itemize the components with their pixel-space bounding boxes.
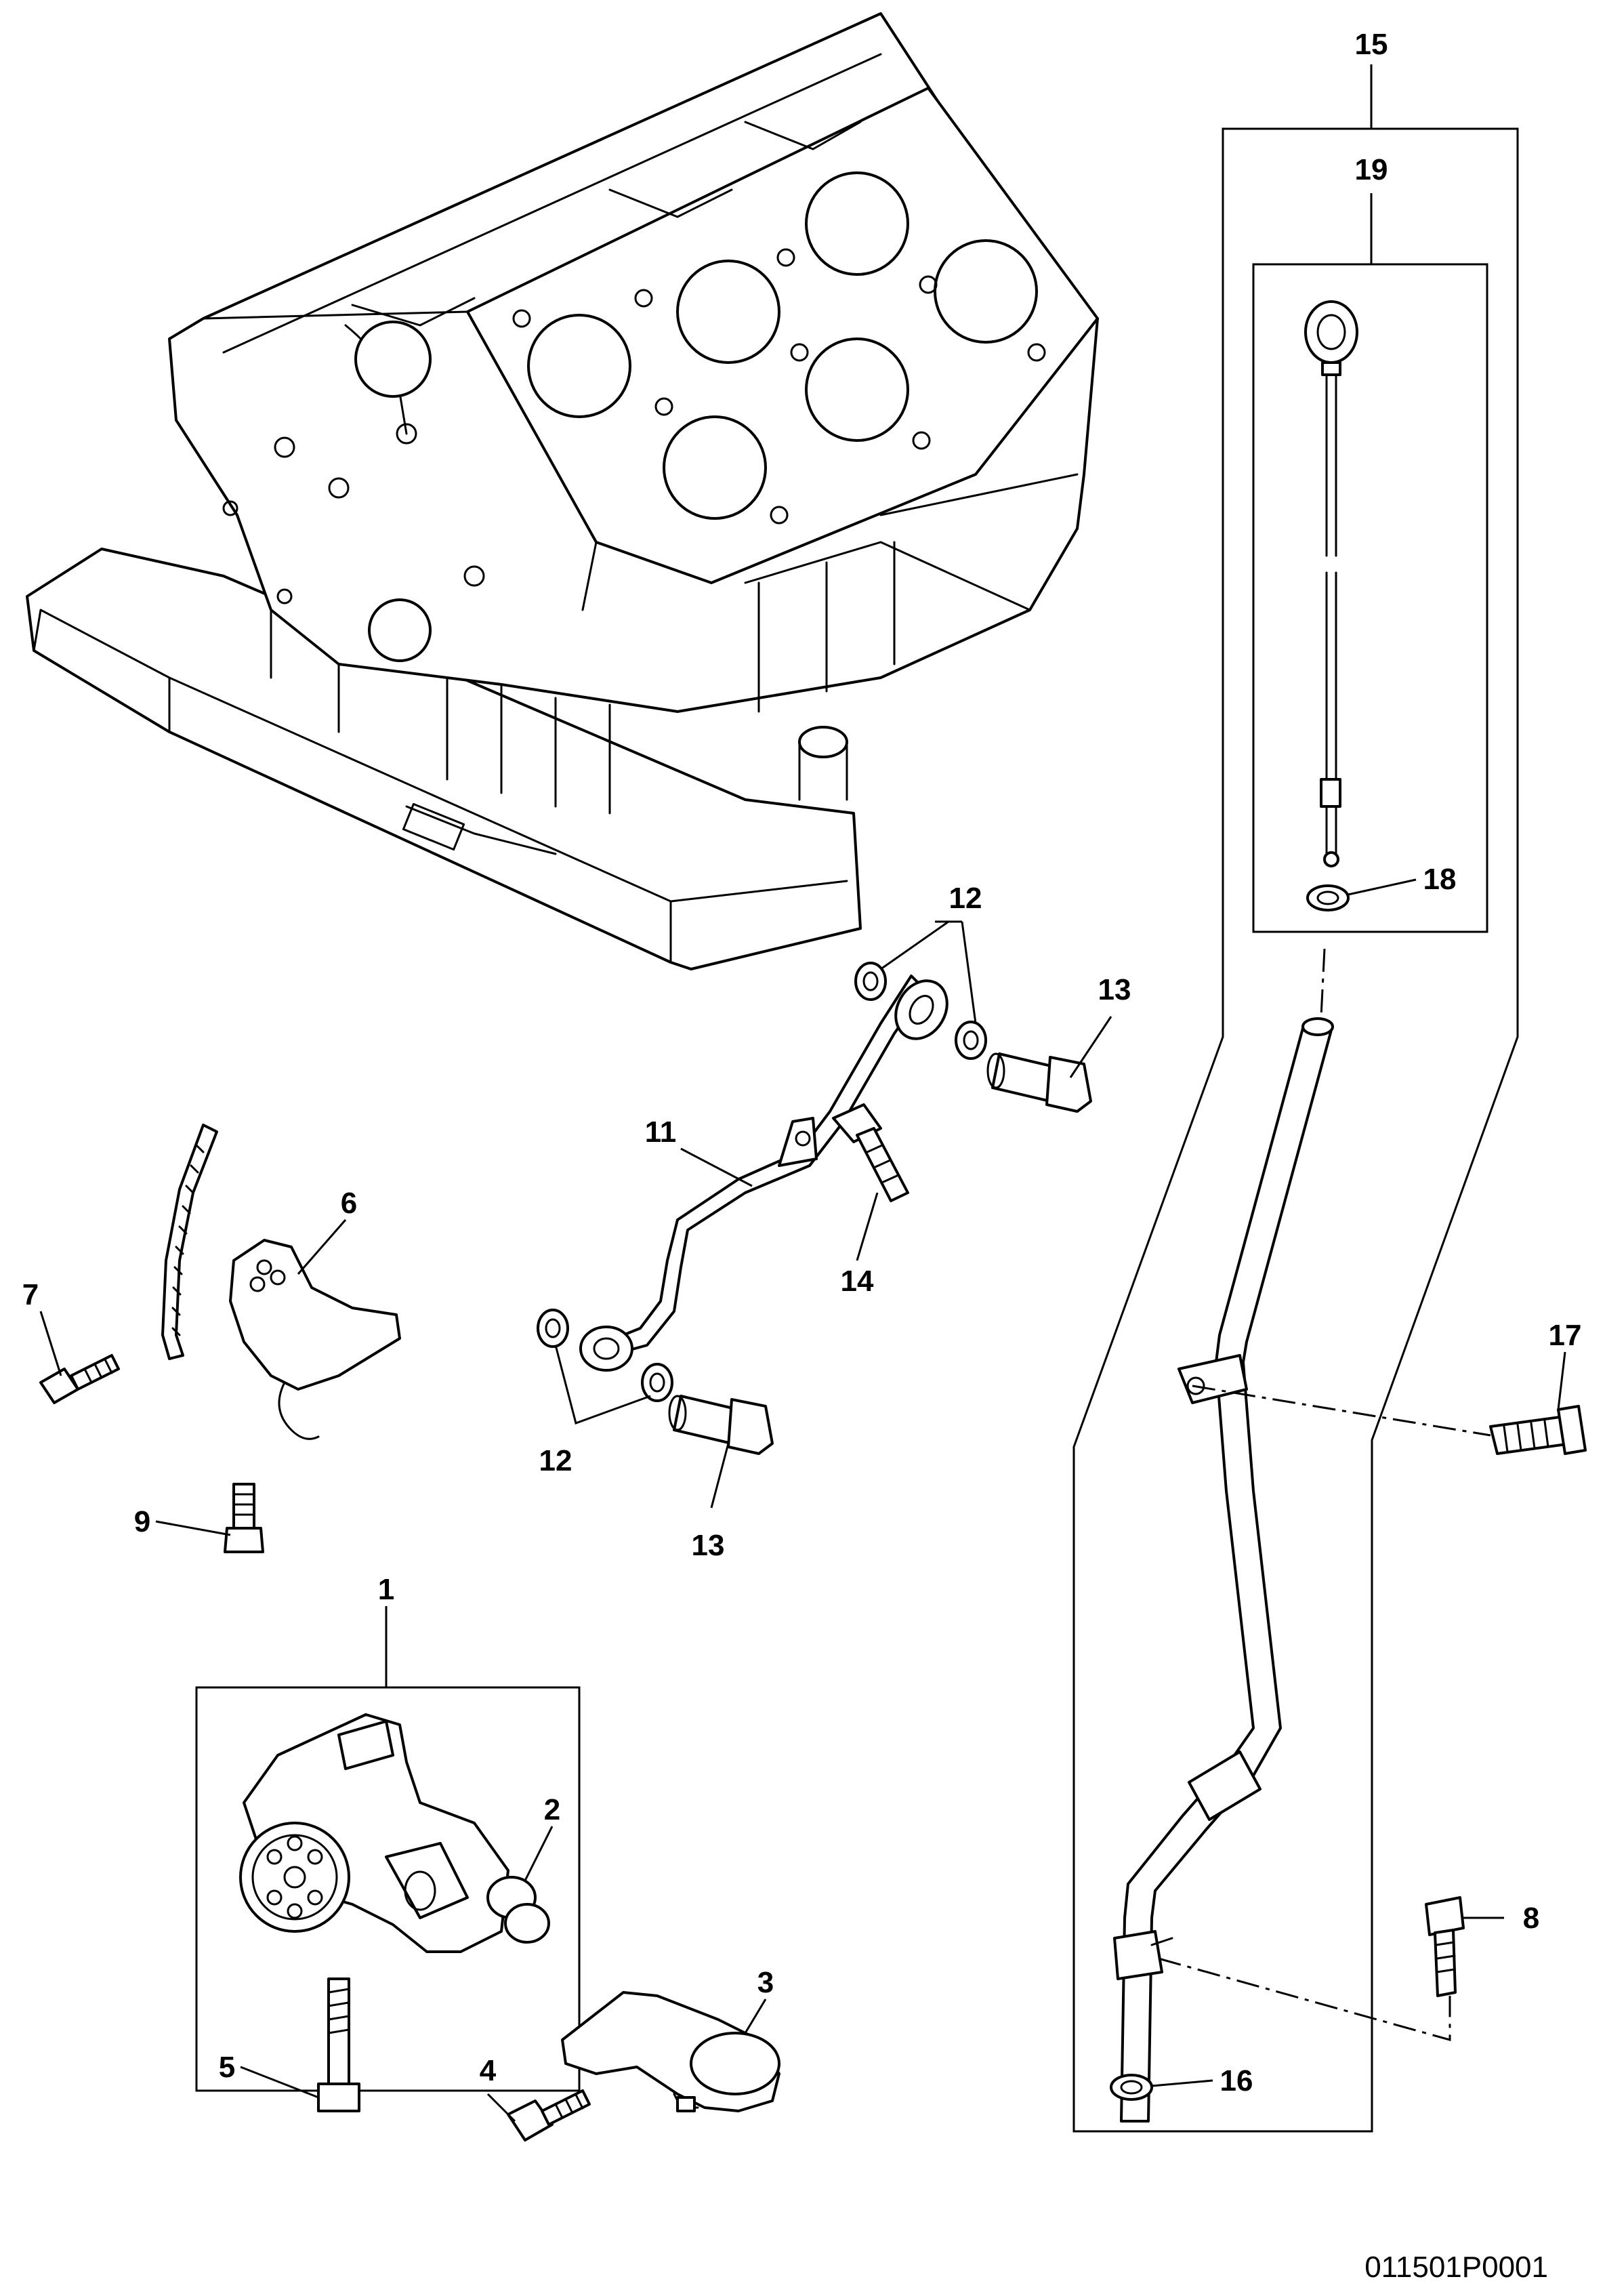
pickup-tube-bolt xyxy=(507,2089,591,2141)
guide-tube-seal-ring-inner xyxy=(1120,2080,1143,2095)
callout-17: 17 xyxy=(1549,1319,1582,1352)
sealing-washers xyxy=(537,962,987,1402)
banjo-bolt-upper xyxy=(986,1052,1092,1113)
callout-19: 19 xyxy=(1355,153,1388,186)
banjo-bolt-lower xyxy=(668,1395,774,1455)
callout-2: 2 xyxy=(544,1793,560,1826)
callout-1: 1 xyxy=(378,1573,394,1606)
pump-seal-sleeve xyxy=(486,1876,550,1944)
timing-chain xyxy=(161,1124,218,1360)
oil-pressure-line xyxy=(579,975,949,1372)
oil-pump-frame xyxy=(195,1686,581,2092)
callout-6: 6 xyxy=(341,1187,357,1220)
callout-16: 16 xyxy=(1220,2064,1253,2097)
callout-13-upper: 13 xyxy=(1098,973,1131,1006)
chain-tensioner xyxy=(229,1239,401,1440)
guide-bolt xyxy=(224,1483,264,1553)
oil-pump xyxy=(239,1713,509,1953)
callout-7: 7 xyxy=(22,1278,39,1311)
dipstick-seal-ring xyxy=(1306,884,1350,911)
oil-pickup-tube xyxy=(561,1991,780,2112)
callout-12-upper: 12 xyxy=(949,882,982,915)
callout-13-lower: 13 xyxy=(692,1529,725,1562)
callout-5: 5 xyxy=(219,2051,235,2084)
callout-12-lower: 12 xyxy=(539,1444,572,1477)
line-bracket-bolt xyxy=(832,1103,909,1202)
callout-14: 14 xyxy=(841,1265,874,1298)
guide-tube-seal-ring xyxy=(1110,2074,1153,2101)
dipstick-frame xyxy=(1252,263,1488,933)
bolt-17-dash-line xyxy=(1192,1385,1491,1437)
callout-3: 3 xyxy=(757,1966,774,1999)
drawing-code: 011501P0001 xyxy=(1364,2251,1548,2284)
bolt-8-dash-line xyxy=(1158,1957,1451,2041)
callout-4: 4 xyxy=(480,2054,497,2087)
callout-18: 18 xyxy=(1423,863,1457,896)
engine-block xyxy=(26,12,1099,970)
pump-mounting-bolt xyxy=(317,1977,360,2112)
callout-15: 15 xyxy=(1355,28,1388,61)
callout-11: 11 xyxy=(645,1115,677,1149)
dipstick-guide-tube xyxy=(1113,1017,1334,2123)
clamp-bolt xyxy=(1425,1896,1465,1997)
dipstick xyxy=(1304,300,1358,867)
callout-labels: 1 2 3 4 5 6 7 8 9 11 12 12 13 13 14 15 1… xyxy=(22,28,1582,2097)
callout-9: 9 xyxy=(134,1505,150,1538)
dipstick-dash-line xyxy=(1320,948,1326,1017)
tensioner-bolt xyxy=(39,1354,120,1404)
leader-lines xyxy=(39,64,1566,2123)
bracket-bolt xyxy=(1489,1405,1587,1455)
dipstick-assembly-frame xyxy=(1072,127,1519,2133)
dipstick-seal-ring-inner xyxy=(1316,890,1339,905)
callout-8: 8 xyxy=(1523,1902,1539,1935)
